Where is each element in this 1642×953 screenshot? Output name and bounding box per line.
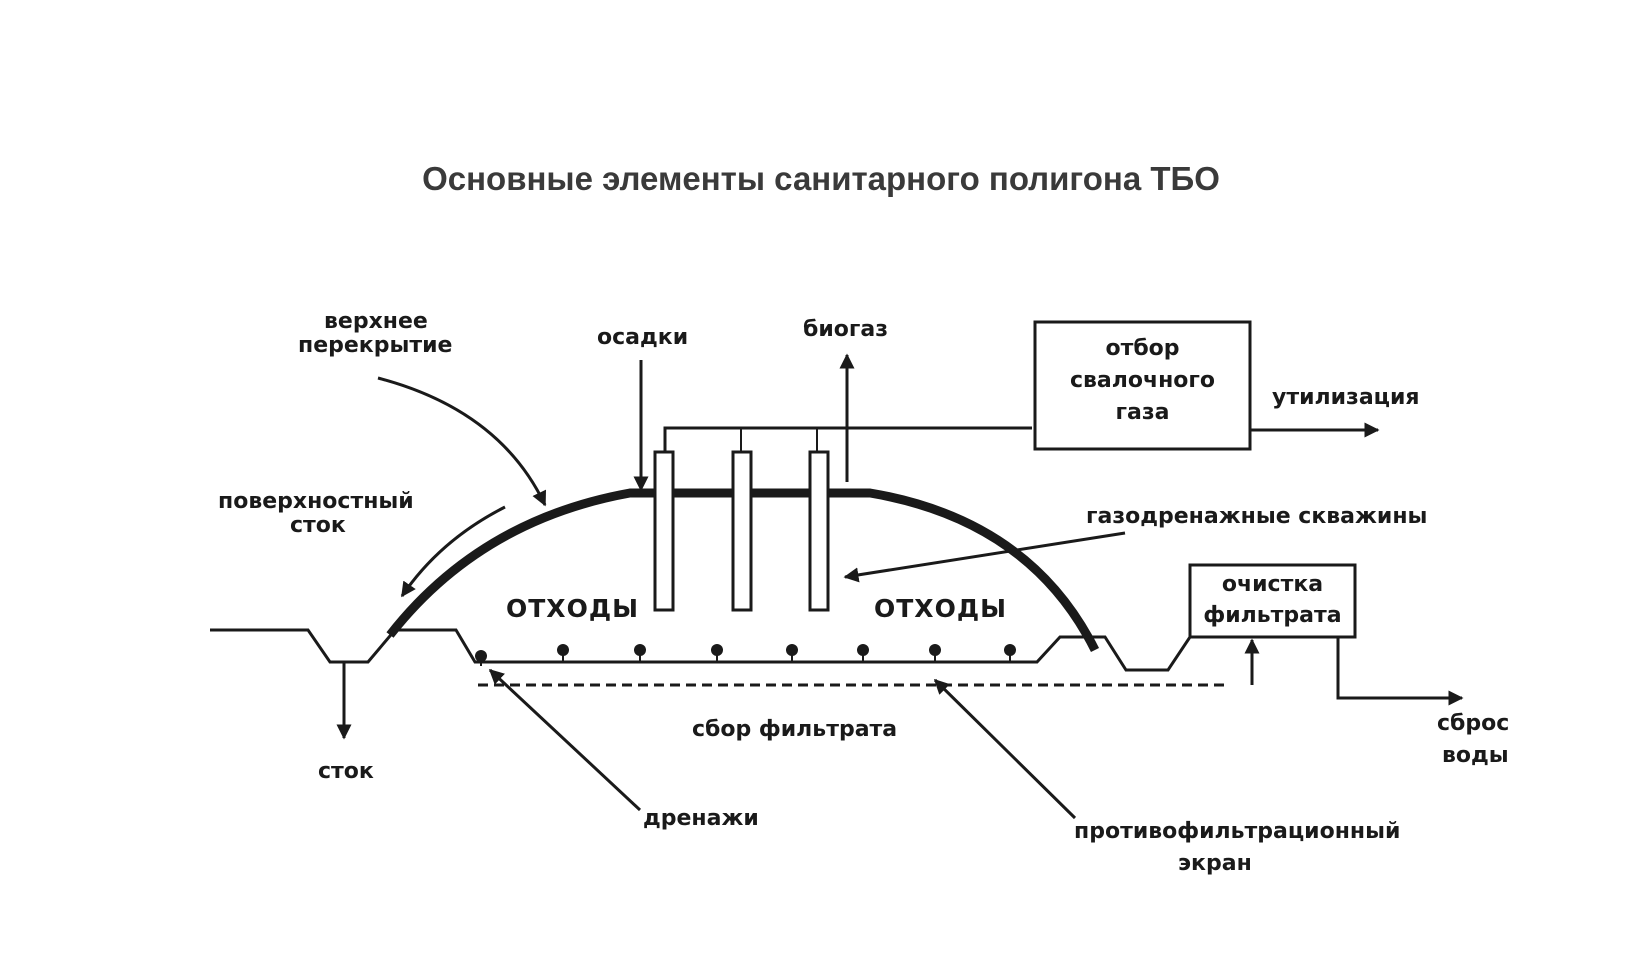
gas-box-line1: отбор: [1105, 336, 1180, 361]
label-barrier-line1: противофильтрационный: [1074, 819, 1401, 844]
label-top-cover-line2: перекрытие: [298, 333, 453, 358]
filtrate-box-line1: очистка: [1221, 572, 1324, 597]
drain-point: [857, 644, 869, 662]
drain-point: [711, 644, 723, 662]
label-biogas: биогаз: [803, 317, 889, 342]
label-top-cover-line1: верхнее: [324, 309, 428, 334]
drain-point: [557, 644, 569, 662]
drain-points: [475, 644, 1016, 666]
drain-point: [1004, 644, 1016, 662]
surface-runoff-arrow: [400, 505, 506, 598]
discharge-line: [1336, 637, 1464, 706]
label-surface-runoff-line1: поверхностный: [218, 489, 414, 514]
label-gas-wells: газодренажные скважины: [1086, 504, 1428, 529]
label-barrier-line2: экран: [1178, 851, 1252, 876]
gas-box-line2: свалочного: [1069, 368, 1216, 393]
gas-header-pipe: [663, 426, 1032, 452]
label-filtrate-collection: сбор фильтрата: [692, 717, 898, 742]
diagram-title: Основные элементы санитарного полигона Т…: [422, 160, 1220, 197]
label-discharge-line2: воды: [1442, 743, 1509, 768]
label-discharge-line1: сброс: [1437, 711, 1510, 736]
label-waste-right: ОТХОДЫ: [874, 594, 1008, 623]
drain-point: [786, 644, 798, 662]
gas-extraction-box: [1033, 320, 1252, 451]
label-utilization: утилизация: [1272, 385, 1420, 410]
label-runoff: сток: [318, 759, 374, 784]
filtrate-box-line2: фильтрата: [1203, 603, 1342, 628]
gas-well-2: [731, 450, 753, 612]
gas-well-3: [808, 450, 830, 612]
label-drains: дренажи: [643, 806, 759, 831]
drain-point: [475, 650, 487, 666]
gas-well-1: [653, 450, 675, 612]
drains-pointer-arrow: [488, 668, 642, 812]
label-precipitation: осадки: [597, 325, 689, 350]
drain-point: [634, 644, 646, 662]
top-cover-pointer-arrow: [377, 376, 547, 507]
drain-point: [929, 644, 941, 662]
filtrate-treatment-box: [1188, 563, 1357, 639]
gas-box-line3: газа: [1115, 400, 1170, 425]
label-waste-left: ОТХОДЫ: [506, 594, 640, 623]
gas-wells-pointer-arrow: [843, 531, 1126, 583]
label-surface-runoff-line2: сток: [290, 513, 346, 538]
ground-profile: [210, 628, 1205, 672]
barrier-pointer-arrow: [933, 678, 1077, 820]
